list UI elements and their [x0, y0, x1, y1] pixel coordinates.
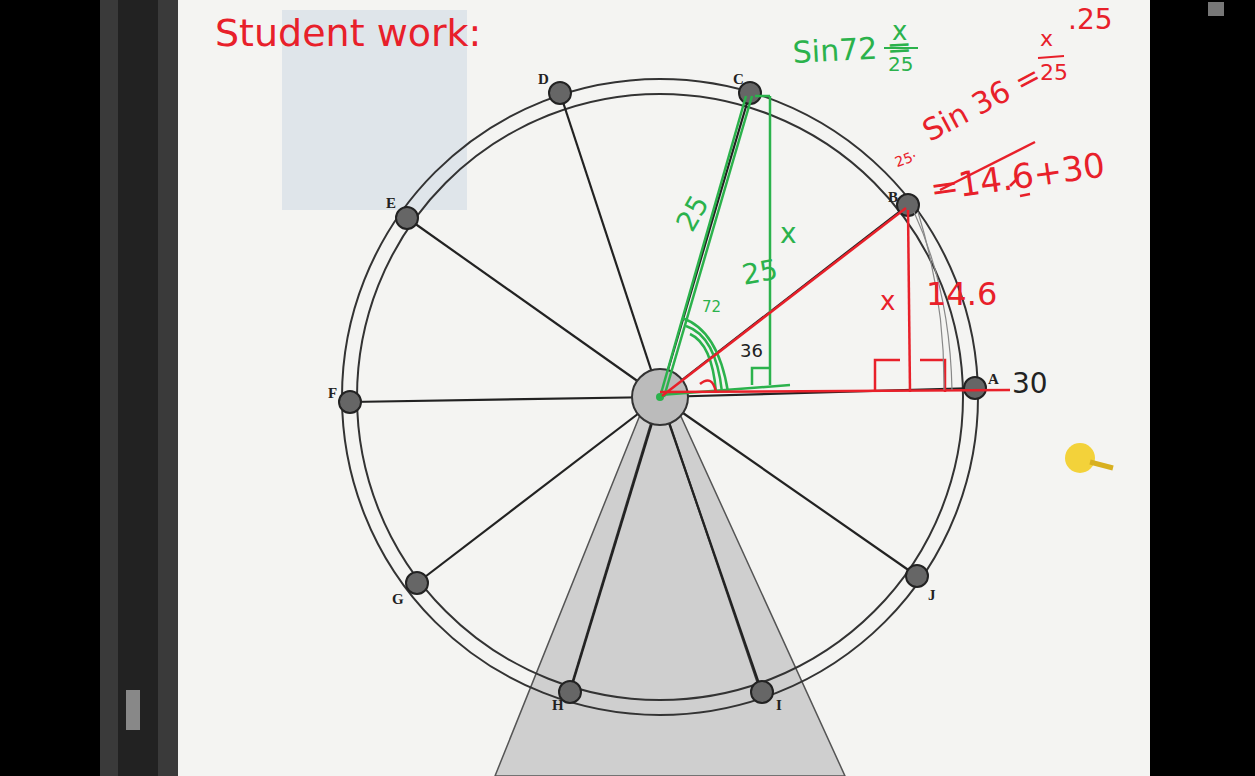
gondola-letter: E	[386, 196, 396, 211]
gondola-letter: J	[928, 588, 936, 603]
support-frame	[495, 410, 845, 776]
side-length: 14.6	[926, 278, 997, 310]
gondola-letter: B	[888, 190, 898, 205]
side-length: 25	[740, 256, 780, 290]
gondola-letter: G	[392, 592, 404, 607]
fraction-numerator: x	[892, 18, 907, 44]
gondola-letter: F	[328, 386, 337, 401]
green-triangle	[660, 96, 790, 397]
gondola-letter: I	[776, 698, 782, 713]
gondola-letter: D	[538, 72, 549, 87]
handwritten-heading: Student work:	[215, 14, 481, 52]
angle-label: 72	[702, 300, 721, 315]
side-length: 30	[1012, 370, 1048, 398]
side-label: x	[880, 288, 895, 314]
fraction-numerator: x	[1040, 28, 1053, 50]
fraction-denominator: 25	[1040, 62, 1068, 84]
gondola-letter: H	[552, 698, 564, 713]
gondola-letter: A	[988, 372, 999, 387]
equation: .25	[1068, 6, 1113, 34]
angle-label: 36	[740, 342, 763, 360]
side-label: x	[780, 220, 797, 248]
gondola-letter: C	[733, 72, 744, 87]
fraction-denominator: 25	[888, 54, 913, 74]
wheel-rim	[342, 79, 978, 715]
